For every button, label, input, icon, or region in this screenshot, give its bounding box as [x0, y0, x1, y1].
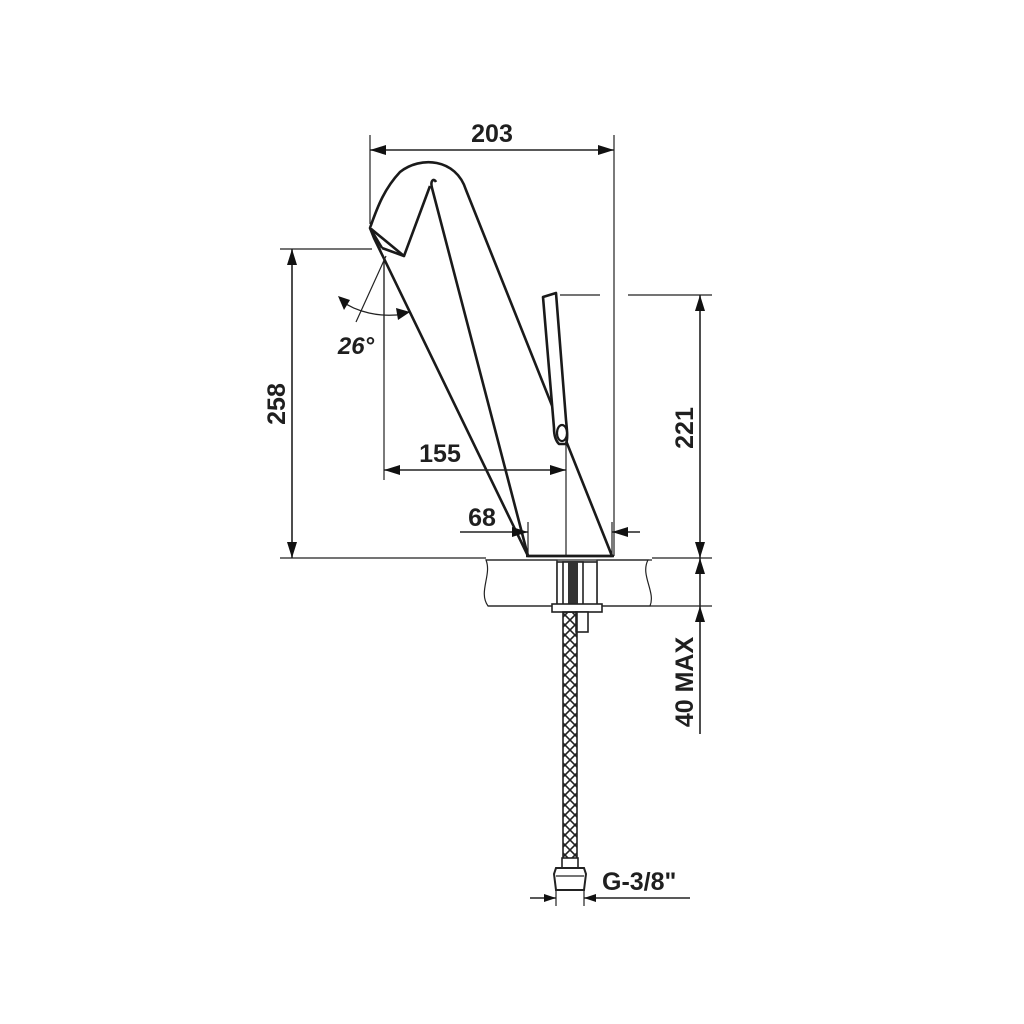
base-diameter-label: 68 [468, 504, 496, 532]
extension-lines [280, 135, 712, 906]
lever-height-label: 221 [671, 407, 699, 449]
spout-height-label: 258 [263, 383, 291, 425]
supply-hose [552, 611, 588, 891]
overall-width-label: 203 [471, 120, 513, 148]
spout-reach-label: 155 [419, 440, 461, 468]
deck-thickness-label: 40 MAX [671, 637, 699, 728]
dimension-lever-height: 221 [671, 295, 705, 558]
dimension-spout-height: 258 [263, 249, 297, 558]
faucet-body [368, 160, 614, 558]
connection-label: G-3/8" [602, 868, 676, 896]
dimension-spout-reach: 155 [384, 440, 566, 475]
dimension-overall-width: 203 [370, 120, 614, 155]
dimension-spout-angle: 26° [337, 255, 410, 360]
dimension-connection: G-3/8" [530, 868, 690, 902]
spout-angle-label: 26° [337, 333, 375, 360]
dimension-deck-thickness: 40 MAX [671, 558, 705, 734]
dimension-base-diameter: 68 [460, 504, 640, 537]
